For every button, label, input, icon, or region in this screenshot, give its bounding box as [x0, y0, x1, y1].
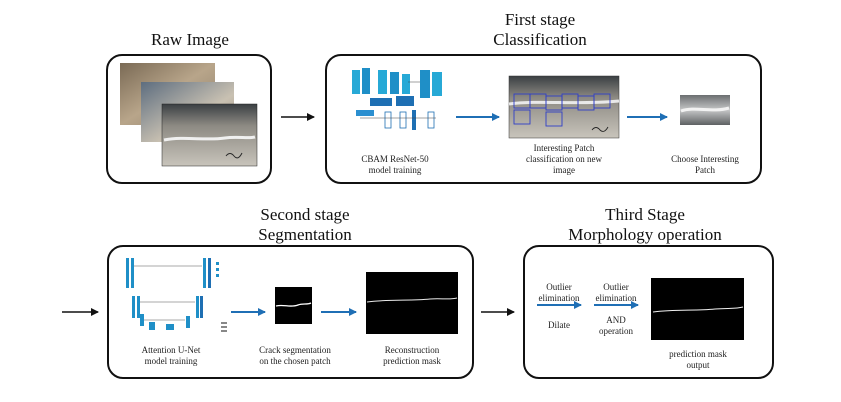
output-mask-caption: prediction mask output	[650, 349, 746, 371]
op2-bottom-label-line1: AND	[606, 315, 626, 325]
op2-bottom-label: AND operation	[591, 315, 641, 337]
op1-top-label-line1: Outlier	[546, 282, 572, 292]
cbam-resnet-caption: CBAM ResNet-50 model training	[345, 154, 445, 176]
choose-patch-caption: Choose Interesting Patch	[658, 154, 752, 176]
raw-image-stack	[120, 63, 258, 167]
cbam-resnet-caption-line1: CBAM ResNet-50	[361, 154, 429, 164]
second-stage-title-line1: Second stage	[260, 205, 350, 224]
first-stage-title: First stage Classification	[470, 10, 610, 50]
output-mask-image	[651, 278, 744, 340]
cbam-resnet-schematic	[352, 68, 442, 130]
attention-unet-caption-line2: model training	[144, 356, 198, 366]
second-stage-title: Second stage Segmentation	[235, 205, 375, 245]
op1-bottom-label: Dilate	[548, 320, 570, 330]
patch-classification-caption: Interesting Patch classification on new …	[506, 143, 622, 176]
op2-top-label-line2: elimination	[595, 293, 637, 303]
reconstruction-caption-line2: prediction mask	[383, 356, 441, 366]
op1-top-label-line2: elimination	[538, 293, 580, 303]
choose-patch-caption-line1: Choose Interesting	[671, 154, 739, 164]
reconstruction-caption-line1: Reconstruction	[384, 345, 440, 355]
attention-unet-schematic	[126, 258, 227, 332]
crack-segmentation-caption-line2: on the chosen patch	[259, 356, 331, 366]
output-mask-caption-line1: prediction mask	[669, 349, 727, 359]
reconstruction-caption: Reconstruction prediction mask	[360, 345, 464, 367]
output-mask-crack	[652, 306, 744, 313]
attention-unet-caption-line1: Attention U-Net	[141, 345, 201, 355]
reconstruction-mask-crack	[366, 297, 458, 303]
cbam-resnet-caption-line2: model training	[368, 165, 422, 175]
raw-photo-front	[161, 103, 258, 167]
reconstruction-mask-image	[366, 272, 458, 334]
op2-top-label-line1: Outlier	[603, 282, 629, 292]
third-stage-title-line2: Morphology operation	[568, 225, 722, 244]
op1-top-label: Outlier elimination	[534, 282, 584, 304]
second-stage-title-line2: Segmentation	[258, 225, 352, 244]
raw-photo-weld-line	[163, 135, 256, 142]
attention-unet-caption: Attention U-Net model training	[121, 345, 221, 367]
patch-classification-image	[508, 75, 620, 139]
third-stage-title: Third Stage Morphology operation	[560, 205, 730, 245]
crack-segmentation-caption: Crack segmentation on the chosen patch	[245, 345, 345, 367]
patch-classification-caption-line3: image	[553, 165, 575, 175]
patch-classification-caption-line2: classification on new	[526, 154, 602, 164]
chosen-patch-weld	[680, 106, 730, 113]
third-stage-title-line1: Third Stage	[605, 205, 685, 224]
choose-patch-caption-line2: Patch	[695, 165, 715, 175]
crack-patch-crack	[275, 302, 312, 307]
op2-top-label: Outlier elimination	[591, 282, 641, 304]
raw-image-title: Raw Image	[151, 30, 229, 49]
crack-segmentation-caption-line1: Crack segmentation	[259, 345, 331, 355]
op2-bottom-label-line2: operation	[599, 326, 633, 336]
raw-photo-handwriting	[225, 152, 243, 159]
first-stage-title-line1: First stage	[504, 10, 576, 29]
output-mask-caption-line2: output	[686, 360, 710, 370]
patch-classification-caption-line1: Interesting Patch	[533, 143, 595, 153]
first-stage-title-line2: Classification	[493, 30, 587, 49]
